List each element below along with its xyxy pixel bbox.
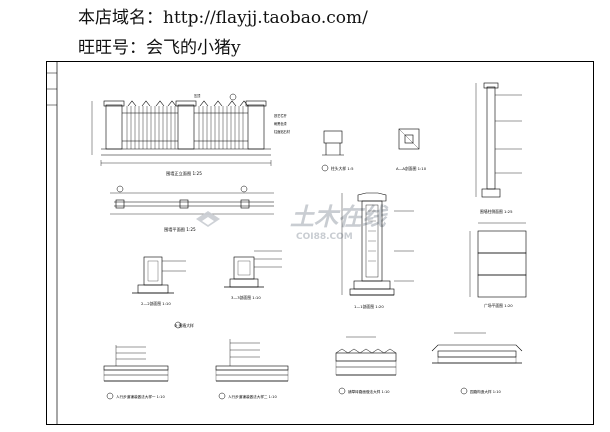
fence-plan-drawing xyxy=(110,185,274,215)
column-cap-detail-drawing xyxy=(321,130,344,172)
walk-detail-2-drawing xyxy=(215,339,289,400)
watermark-logo xyxy=(196,211,220,227)
walk-detail-2-title: 人行步道铺装做法大样二 1:10 xyxy=(228,394,277,399)
section-22-drawing xyxy=(132,256,186,294)
watermark-main-text: 土木在线 xyxy=(290,203,389,231)
fence-elevation-drawing xyxy=(91,100,272,166)
pier-detail-title: ③ 围墙大样 xyxy=(174,323,194,328)
section-33-title: 3—3剖面图 1:10 xyxy=(231,295,261,300)
section-11-drawing xyxy=(341,192,414,296)
path-detail-drawing xyxy=(431,332,523,395)
fence-elevation-title: 围墙正立面图 1:25 xyxy=(166,170,202,177)
watermark-sub-text: COI88.COM xyxy=(296,232,353,242)
cad-drawing-sheet: 压顶 铁艺栏杆 刷黑色漆 柱面贴石材 围墙正立面图 1:25 围墙平面图 1:2… xyxy=(46,61,594,425)
curb-detail-drawing xyxy=(335,336,397,395)
fence-elevation-labels: 压顶 铁艺栏杆 刷黑色漆 柱面贴石材 xyxy=(194,93,291,134)
svg-text:刷黑色漆: 刷黑色漆 xyxy=(274,121,288,126)
walk-detail-1-title: 人行步道铺装做法大样一 1:10 xyxy=(116,394,165,399)
paver-plan-drawing xyxy=(469,222,527,298)
section-aa-drawing xyxy=(398,128,420,150)
column-side-elevation-drawing xyxy=(475,82,522,198)
path-detail-title: 园路构造大样 1:10 xyxy=(470,389,501,394)
svg-text:铁艺栏杆: 铁艺栏杆 xyxy=(274,113,288,118)
column-cap-detail-title: 柱头大样 1:5 xyxy=(331,166,354,171)
section-22-title: 2—2剖面图 1:10 xyxy=(141,301,171,306)
svg-text:柱面贴石材: 柱面贴石材 xyxy=(274,129,291,134)
wangwang-id-line: 旺旺号：会飞的小猪y xyxy=(78,38,241,58)
curb-detail-title: 铺草砖路面做法大样 1:10 xyxy=(348,389,390,394)
fence-plan-title: 围墙平面图 1:25 xyxy=(164,226,196,233)
shop-domain-line: 本店域名：http://flayjj.taobao.com/ xyxy=(78,8,368,28)
section-11-title: 1—1剖面图 1:20 xyxy=(354,304,384,309)
column-side-elevation-title: 围墙柱侧面图 1:25 xyxy=(480,209,513,214)
section-33-drawing xyxy=(224,250,282,288)
svg-text:压顶: 压顶 xyxy=(194,94,201,98)
walk-detail-1-drawing xyxy=(103,345,169,400)
section-aa-title: A—A剖面图 1:10 xyxy=(396,166,427,171)
paver-plan-title: 广场平面图 1:20 xyxy=(484,303,513,308)
